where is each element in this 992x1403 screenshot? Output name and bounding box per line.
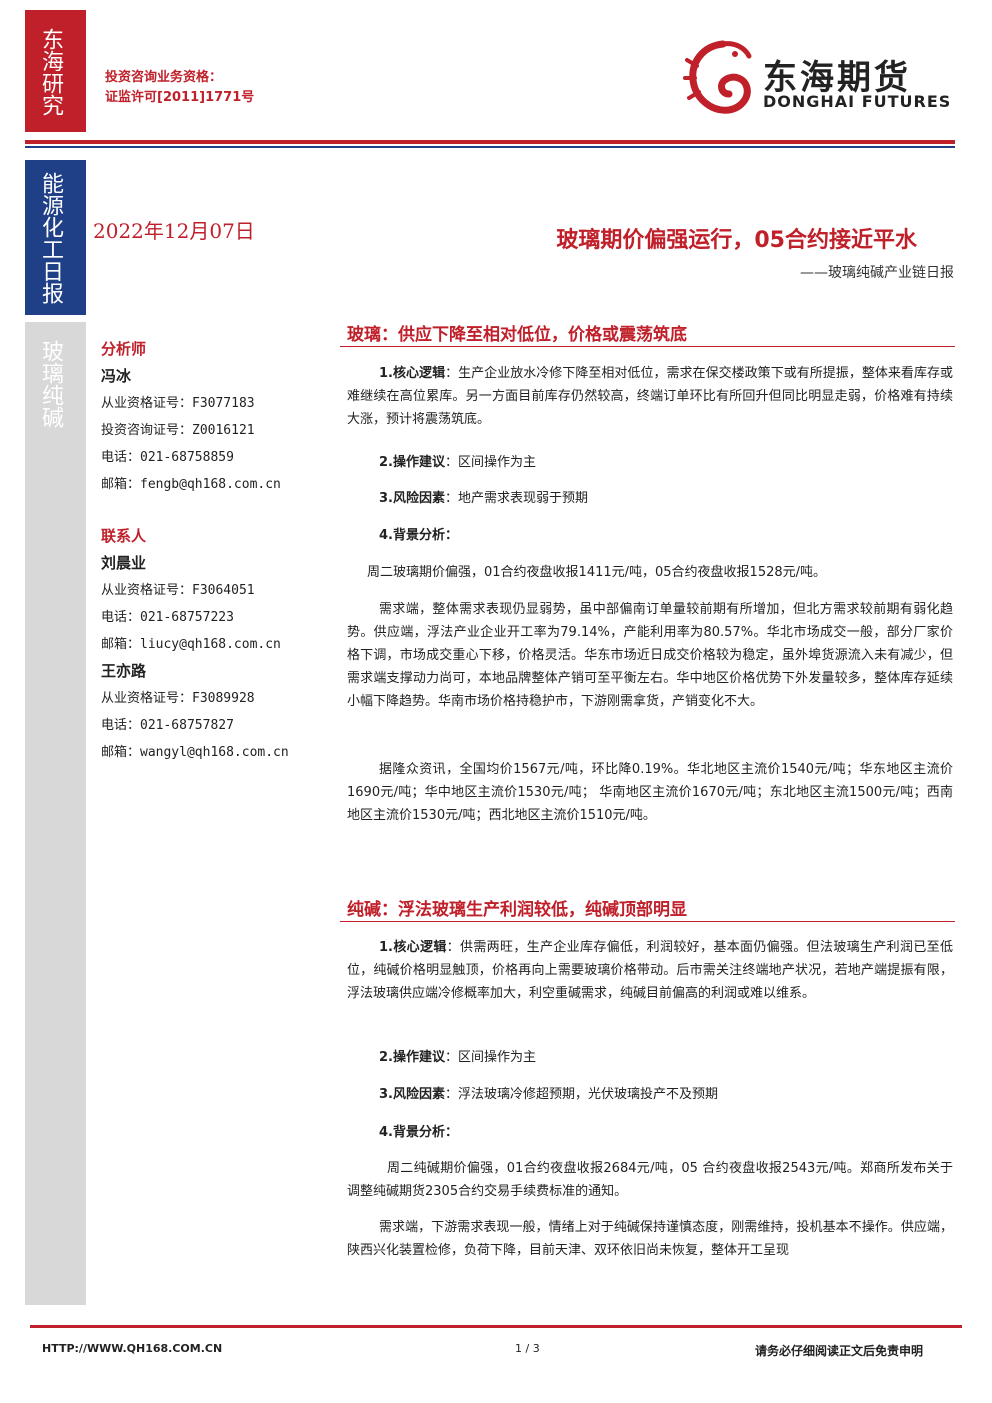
header-divider-blue (25, 146, 955, 148)
header-divider-red (25, 140, 955, 144)
analyst-phone: 电话：021-68758859 (101, 450, 234, 465)
sidebar-org-bar (25, 10, 86, 132)
contact1-email[interactable]: 邮箱：liucy@qh168.com.cn (101, 637, 281, 652)
soda-bg-colon: ： (444, 1125, 458, 1140)
footer-divider (30, 1325, 962, 1328)
soda-section-heading: 纯碱：浮法玻璃生产利润较低，纯碱顶部明显 (347, 900, 687, 920)
soda-bg-p2: 需求端，下游需求表现一般，情绪上对于纯碱保持谨慎态度，刚需维持，投机基本不操作。… (347, 1220, 953, 1258)
glass-risk-text: ：地产需求表现弱于预期 (444, 491, 588, 506)
logo-english-text: DONGHAI FUTURES (763, 92, 952, 111)
contact-heading: 联系人 (101, 527, 147, 545)
dragon-logo-icon (683, 40, 752, 114)
contact1-name: 刘晨业 (101, 554, 147, 572)
sidebar-category-bar (25, 160, 86, 315)
sidebar-org-text: 东海研究 (38, 28, 63, 116)
analyst-cert: 从业资格证号：F3077183 (101, 396, 255, 411)
footer-disclaimer: 请务必仔细阅读正文后免责申明 (755, 1344, 924, 1358)
contact1-phone: 电话：021-68757223 (101, 610, 234, 625)
qualification-line-2: 证监许可[2011]1771号 (105, 90, 255, 105)
soda-bg-p1: 周二纯碱期价偏强，01合约夜盘收报2684元/吨，05 合约夜盘收报2543元/… (347, 1161, 953, 1199)
glass-logic-paragraph: 1.核心逻辑：生产企业放水冷修下降至相对低位，需求在保交楼政策下或有所提振，整体… (347, 362, 953, 431)
glass-section-divider (340, 346, 955, 347)
contact2-phone: 电话：021-68757827 (101, 718, 234, 733)
contact2-email[interactable]: 邮箱：wangyl@qh168.com.cn (101, 745, 289, 760)
soda-op-text: ：区间操作为主 (444, 1050, 536, 1065)
glass-op-label: 2.操作建议 (379, 455, 445, 470)
soda-bg-paragraph: 4.背景分析： (347, 1121, 953, 1144)
analyst-email[interactable]: 邮箱：fengb@qh168.com.cn (101, 477, 281, 492)
soda-risk-label: 3.风险因素 (379, 1087, 445, 1102)
analyst-advisory-cert: 投资咨询证号：Z0016121 (101, 423, 255, 438)
glass-bg-p2: 需求端，整体需求表现仍显弱势，虽中部偏南订单量较前期有所增加，但北方需求较前期有… (347, 602, 953, 709)
soda-logic-text: ：供需两旺，生产企业库存偏低，利润较好，基本面仍偏强。但法玻璃生产利润已至低位，… (347, 940, 953, 1001)
contact1-cert: 从业资格证号：F3064051 (101, 583, 255, 598)
glass-bg-p3: 据隆众资讯，全国均价1567元/吨，环比降0.19%。华北地区主流价1540元/… (347, 762, 953, 823)
qualification-block: 投资咨询业务资格： 证监许可[2011]1771号 (105, 68, 254, 108)
sidebar-topic-label: 玻璃纯碱 (38, 340, 68, 428)
report-subtitle: ——玻璃纯碱产业链日报 (800, 265, 954, 281)
sidebar-topic-text: 玻璃纯碱 (38, 340, 63, 428)
soda-section-divider (340, 921, 955, 922)
analyst-name: 冯冰 (101, 367, 132, 385)
glass-logic-text: ：生产企业放水冷修下降至相对低位，需求在保交楼政策下或有所提振，整体来看库存或难… (347, 366, 953, 427)
glass-risk-paragraph: 3.风险因素：地产需求表现弱于预期 (347, 487, 953, 510)
soda-op-label: 2.操作建议 (379, 1050, 445, 1065)
footer-page-number: 1 / 3 (515, 1342, 540, 1355)
footer-website-link[interactable]: HTTP://WWW.QH168.COM.CN (42, 1342, 223, 1355)
glass-bg-label: 4.背景分析 (379, 528, 445, 543)
glass-op-text: ：区间操作为主 (444, 455, 536, 470)
sidebar-category-label: 能源化工日报 (38, 172, 68, 304)
soda-logic-paragraph: 1.核心逻辑：供需两旺，生产企业库存偏低，利润较好，基本面仍偏强。但法玻璃生产利… (347, 936, 953, 1005)
qualification-line-1: 投资咨询业务资格： (105, 70, 223, 85)
sidebar-category-text: 能源化工日报 (38, 172, 63, 304)
glass-bg-colon: ： (444, 528, 458, 543)
glass-section-heading: 玻璃：供应下降至相对低位，价格或震荡筑底 (347, 325, 687, 345)
glass-risk-label: 3.风险因素 (379, 491, 445, 506)
soda-risk-paragraph: 3.风险因素：浮法玻璃冷修超预期，光伏玻璃投产不及预期 (347, 1083, 953, 1106)
logo-chinese-text: 东海期货 (763, 58, 911, 98)
sidebar-org-label: 东海研究 (38, 28, 68, 116)
soda-bg-label: 4.背景分析 (379, 1125, 445, 1140)
glass-op-paragraph: 2.操作建议：区间操作为主 (347, 451, 953, 474)
glass-bg-p1: 周二玻璃期价偏强，01合约夜盘收报1411元/吨，05合约夜盘收报1528元/吨… (367, 565, 827, 580)
analyst-heading: 分析师 (101, 340, 147, 358)
glass-bg-paragraph: 4.背景分析： (347, 524, 953, 547)
report-date: 2022年12月07日 (93, 219, 255, 243)
soda-logic-label: 1.核心逻辑 (379, 940, 447, 955)
contacts-panel: 分析师 冯冰 从业资格证号：F3077183 投资咨询证号：Z0016121 电… (101, 336, 326, 766)
soda-op-paragraph: 2.操作建议：区间操作为主 (347, 1046, 953, 1069)
contact2-cert: 从业资格证号：F3089928 (101, 691, 255, 706)
report-title: 玻璃期价偏强运行，05合约接近平水 (556, 228, 917, 253)
glass-logic-label: 1.核心逻辑 (379, 366, 446, 381)
contact2-name: 王亦路 (101, 662, 147, 680)
soda-risk-text: ：浮法玻璃冷修超预期，光伏玻璃投产不及预期 (444, 1087, 718, 1102)
sidebar-topic-bar (25, 322, 86, 1305)
